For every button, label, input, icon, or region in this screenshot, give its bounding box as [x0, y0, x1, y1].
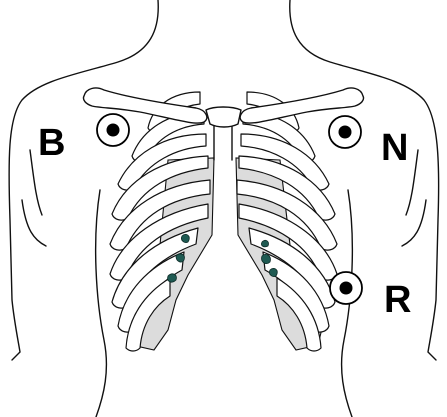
electrode-label-b: B [38, 122, 65, 164]
intercostal-gap [261, 240, 268, 246]
electrode-dot [339, 126, 352, 139]
electrode-label-r: R [384, 279, 411, 321]
intercostal-gap [168, 274, 177, 282]
intercostal-gap [269, 268, 277, 276]
electrode-dot [340, 282, 353, 295]
torso-outline [9, 0, 439, 360]
right-arm-crease [22, 150, 46, 246]
electrode-dot [107, 124, 120, 137]
intercostal-gap [181, 234, 189, 242]
electrode-left-leg: R [330, 272, 411, 321]
right-flank [96, 190, 107, 417]
electrode-left-arm: N [329, 116, 408, 169]
intercostal-gap [176, 254, 184, 262]
electrode-right-arm: B [38, 114, 129, 164]
intercostal-gap [262, 254, 271, 263]
electrode-label-n: N [381, 127, 408, 169]
manubrium [206, 107, 241, 127]
